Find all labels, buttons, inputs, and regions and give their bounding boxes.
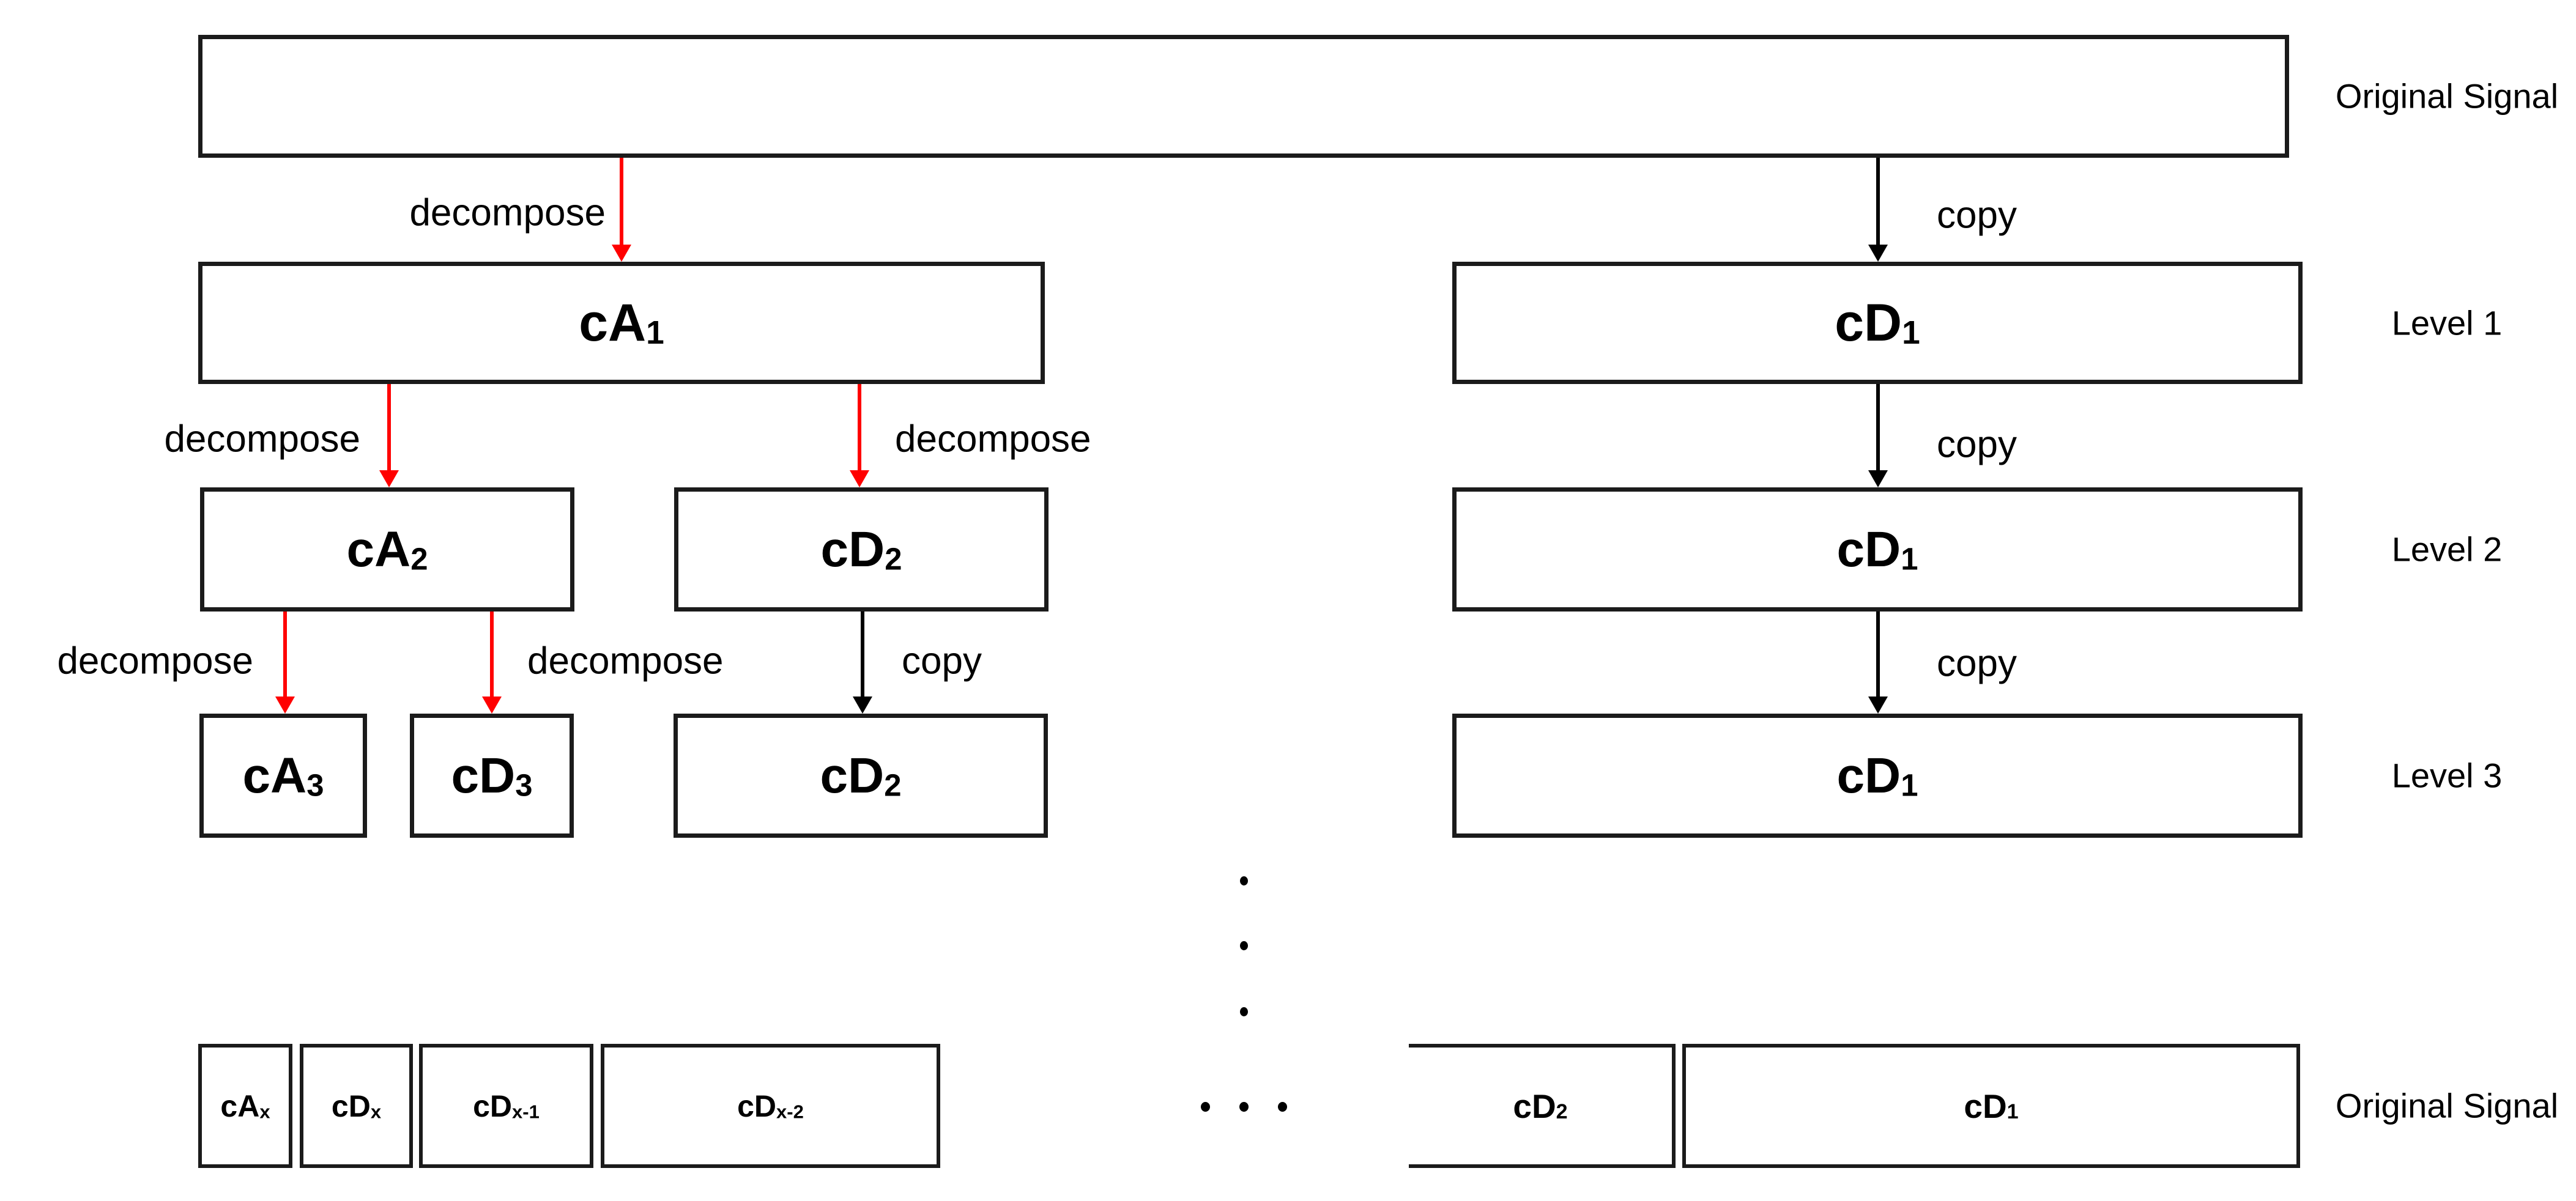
box-cd2-bottom-label: cD (1513, 1087, 1556, 1125)
decompose-arrow-gap3-left (275, 612, 295, 714)
box-cd2-level3-label: cD (820, 747, 885, 804)
decompose-label-gap2-left: decompose (164, 418, 360, 460)
decompose-arrow-top (611, 158, 632, 262)
box-cax-subscript: x (259, 1100, 270, 1122)
horizontal-ellipsis-dot (1201, 1102, 1210, 1112)
box-cd2-level2-subscript: 2 (885, 541, 902, 577)
box-cd2-level2-label: cD (820, 521, 885, 577)
box-cd3-subscript: 3 (515, 767, 533, 803)
box-cd1-bottom-label: cD (1964, 1087, 2007, 1125)
box-cd1-level3-label: cD (1836, 747, 1901, 804)
vertical-ellipsis-dot (1240, 1007, 1248, 1016)
decompose-arrow-gap2-left (379, 384, 399, 487)
box-cd1-level1-subscript: 1 (1902, 314, 1920, 351)
vertical-ellipsis-dot (1240, 876, 1248, 885)
original-signal-box (198, 35, 2289, 158)
vertical-ellipsis-dot (1240, 941, 1248, 950)
box-cdx-1-subscript: x-1 (512, 1100, 540, 1122)
copy-label-gap3-left: copy (902, 640, 982, 682)
box-ca3-label: cA (242, 747, 307, 804)
copy-arrow-gap3-left (852, 612, 873, 714)
level-1-label: Level 1 (2391, 303, 2503, 342)
horizontal-ellipsis-dot (1239, 1102, 1249, 1112)
decompose-arrow-gap2-right (849, 384, 870, 487)
copy-label-gap3-right: copy (1937, 642, 2017, 685)
decompose-label-gap2-right: decompose (895, 418, 1091, 460)
box-cdx-1-label: cD (473, 1088, 513, 1123)
box-cd1-level3-subscript: 1 (1901, 767, 1918, 803)
decompose-label-gap3-left: decompose (57, 640, 253, 682)
box-cd1-level2-label: cD (1836, 521, 1901, 577)
original-signal-label-top: Original Signal (2335, 76, 2559, 116)
box-cd2-bottom-subscript: 2 (1556, 1100, 1568, 1124)
copy-arrow-gap3-right (1868, 612, 1888, 714)
box-cd3-label: cD (451, 747, 516, 804)
box-ca2-label: cA (346, 521, 411, 577)
copy-arrow-gap2 (1868, 384, 1888, 487)
box-cd2-level3-subscript: 2 (884, 767, 902, 803)
box-cd1-level2-subscript: 1 (1901, 541, 1918, 577)
box-ca3-subscript: 3 (306, 767, 324, 803)
original-signal-label-bottom: Original Signal (2335, 1086, 2559, 1125)
decompose-arrow-gap3-right (481, 612, 502, 714)
copy-arrow-gap1 (1868, 158, 1888, 262)
horizontal-ellipsis-dot (1278, 1102, 1287, 1112)
decompose-label-gap3-right: decompose (527, 640, 724, 682)
box-cdx-subscript: x (370, 1100, 382, 1122)
copy-label-gap1: copy (1937, 194, 2017, 237)
box-cdx-2-label: cD (737, 1088, 777, 1123)
box-cax-label: cA (220, 1088, 260, 1123)
box-cd1-bottom-subscript: 1 (2006, 1100, 2019, 1124)
level-3-label: Level 3 (2391, 756, 2503, 795)
level-2-label: Level 2 (2391, 530, 2503, 569)
copy-label-gap2: copy (1937, 423, 2017, 466)
box-ca1-label: cA (579, 293, 647, 352)
box-cdx-label: cD (331, 1088, 371, 1123)
box-ca2-subscript: 2 (410, 541, 428, 577)
box-cd1-level1-label: cD (1835, 293, 1902, 352)
box-cdx-2-subscript: x-2 (776, 1100, 804, 1122)
box-ca1-subscript: 1 (646, 314, 664, 351)
decompose-label-gap1: decompose (409, 191, 606, 234)
